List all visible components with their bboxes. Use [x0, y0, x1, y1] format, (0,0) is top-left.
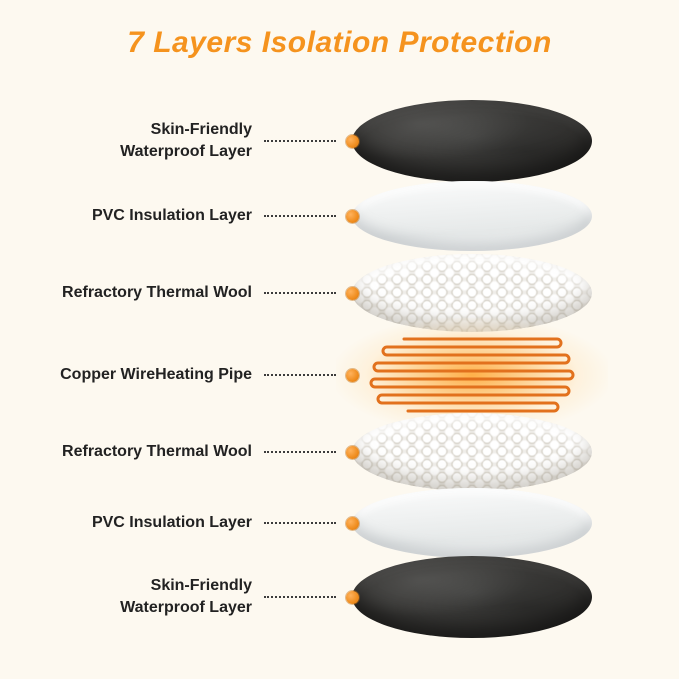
- waterproof-layer-graphic: [352, 556, 592, 638]
- layer-label: Refractory Thermal Wool: [62, 284, 252, 302]
- pvc-layer-graphic: [352, 181, 592, 251]
- layer-row: Copper WireHeating Pipe: [0, 318, 679, 432]
- layer-marker-dot: [346, 445, 359, 459]
- thermal-wool-layer-graphic: [352, 413, 592, 491]
- layer-label: PVC Insulation Layer: [91, 514, 252, 532]
- heating-wire-path: [369, 337, 575, 413]
- thermal-wool-layer-graphic: [352, 254, 592, 332]
- layer-label: Refractory Thermal Wool: [62, 443, 252, 461]
- heating-wire-layer-graphic: [336, 318, 608, 432]
- leader-line: [264, 140, 336, 142]
- leader-line: [264, 596, 336, 598]
- layer-label: PVC Insulation Layer: [91, 207, 252, 225]
- layer-row: PVC Insulation Layer: [0, 488, 679, 558]
- layer-row: PVC Insulation Layer: [0, 181, 679, 251]
- page-title: 7 Layers Isolation Protection: [127, 26, 552, 59]
- layer-marker-dot: [346, 516, 359, 530]
- layer-marker-dot: [346, 209, 359, 223]
- layer-marker-dot: [346, 368, 359, 382]
- leader-line: [264, 292, 336, 294]
- layer-row: Skin-Friendly Waterproof Layer: [0, 556, 679, 638]
- layer-row: Refractory Thermal Wool: [0, 254, 679, 332]
- leader-line: [264, 215, 336, 217]
- layer-row: Refractory Thermal Wool: [0, 413, 679, 491]
- layer-label: Copper WireHeating Pipe: [60, 366, 252, 384]
- layer-marker-dot: [346, 286, 359, 300]
- layer-label: Skin-Friendly Waterproof Layer: [120, 577, 252, 616]
- layer-marker-dot: [346, 134, 359, 148]
- heating-wire-graphic: [369, 337, 575, 413]
- layer-row: Skin-Friendly Waterproof Layer: [0, 100, 679, 182]
- layer-marker-dot: [346, 590, 359, 604]
- leader-line: [264, 374, 336, 376]
- pvc-layer-graphic: [352, 488, 592, 558]
- leader-line: [264, 451, 336, 453]
- leader-line: [264, 522, 336, 524]
- waterproof-layer-graphic: [352, 100, 592, 182]
- layer-label: Skin-Friendly Waterproof Layer: [120, 121, 252, 160]
